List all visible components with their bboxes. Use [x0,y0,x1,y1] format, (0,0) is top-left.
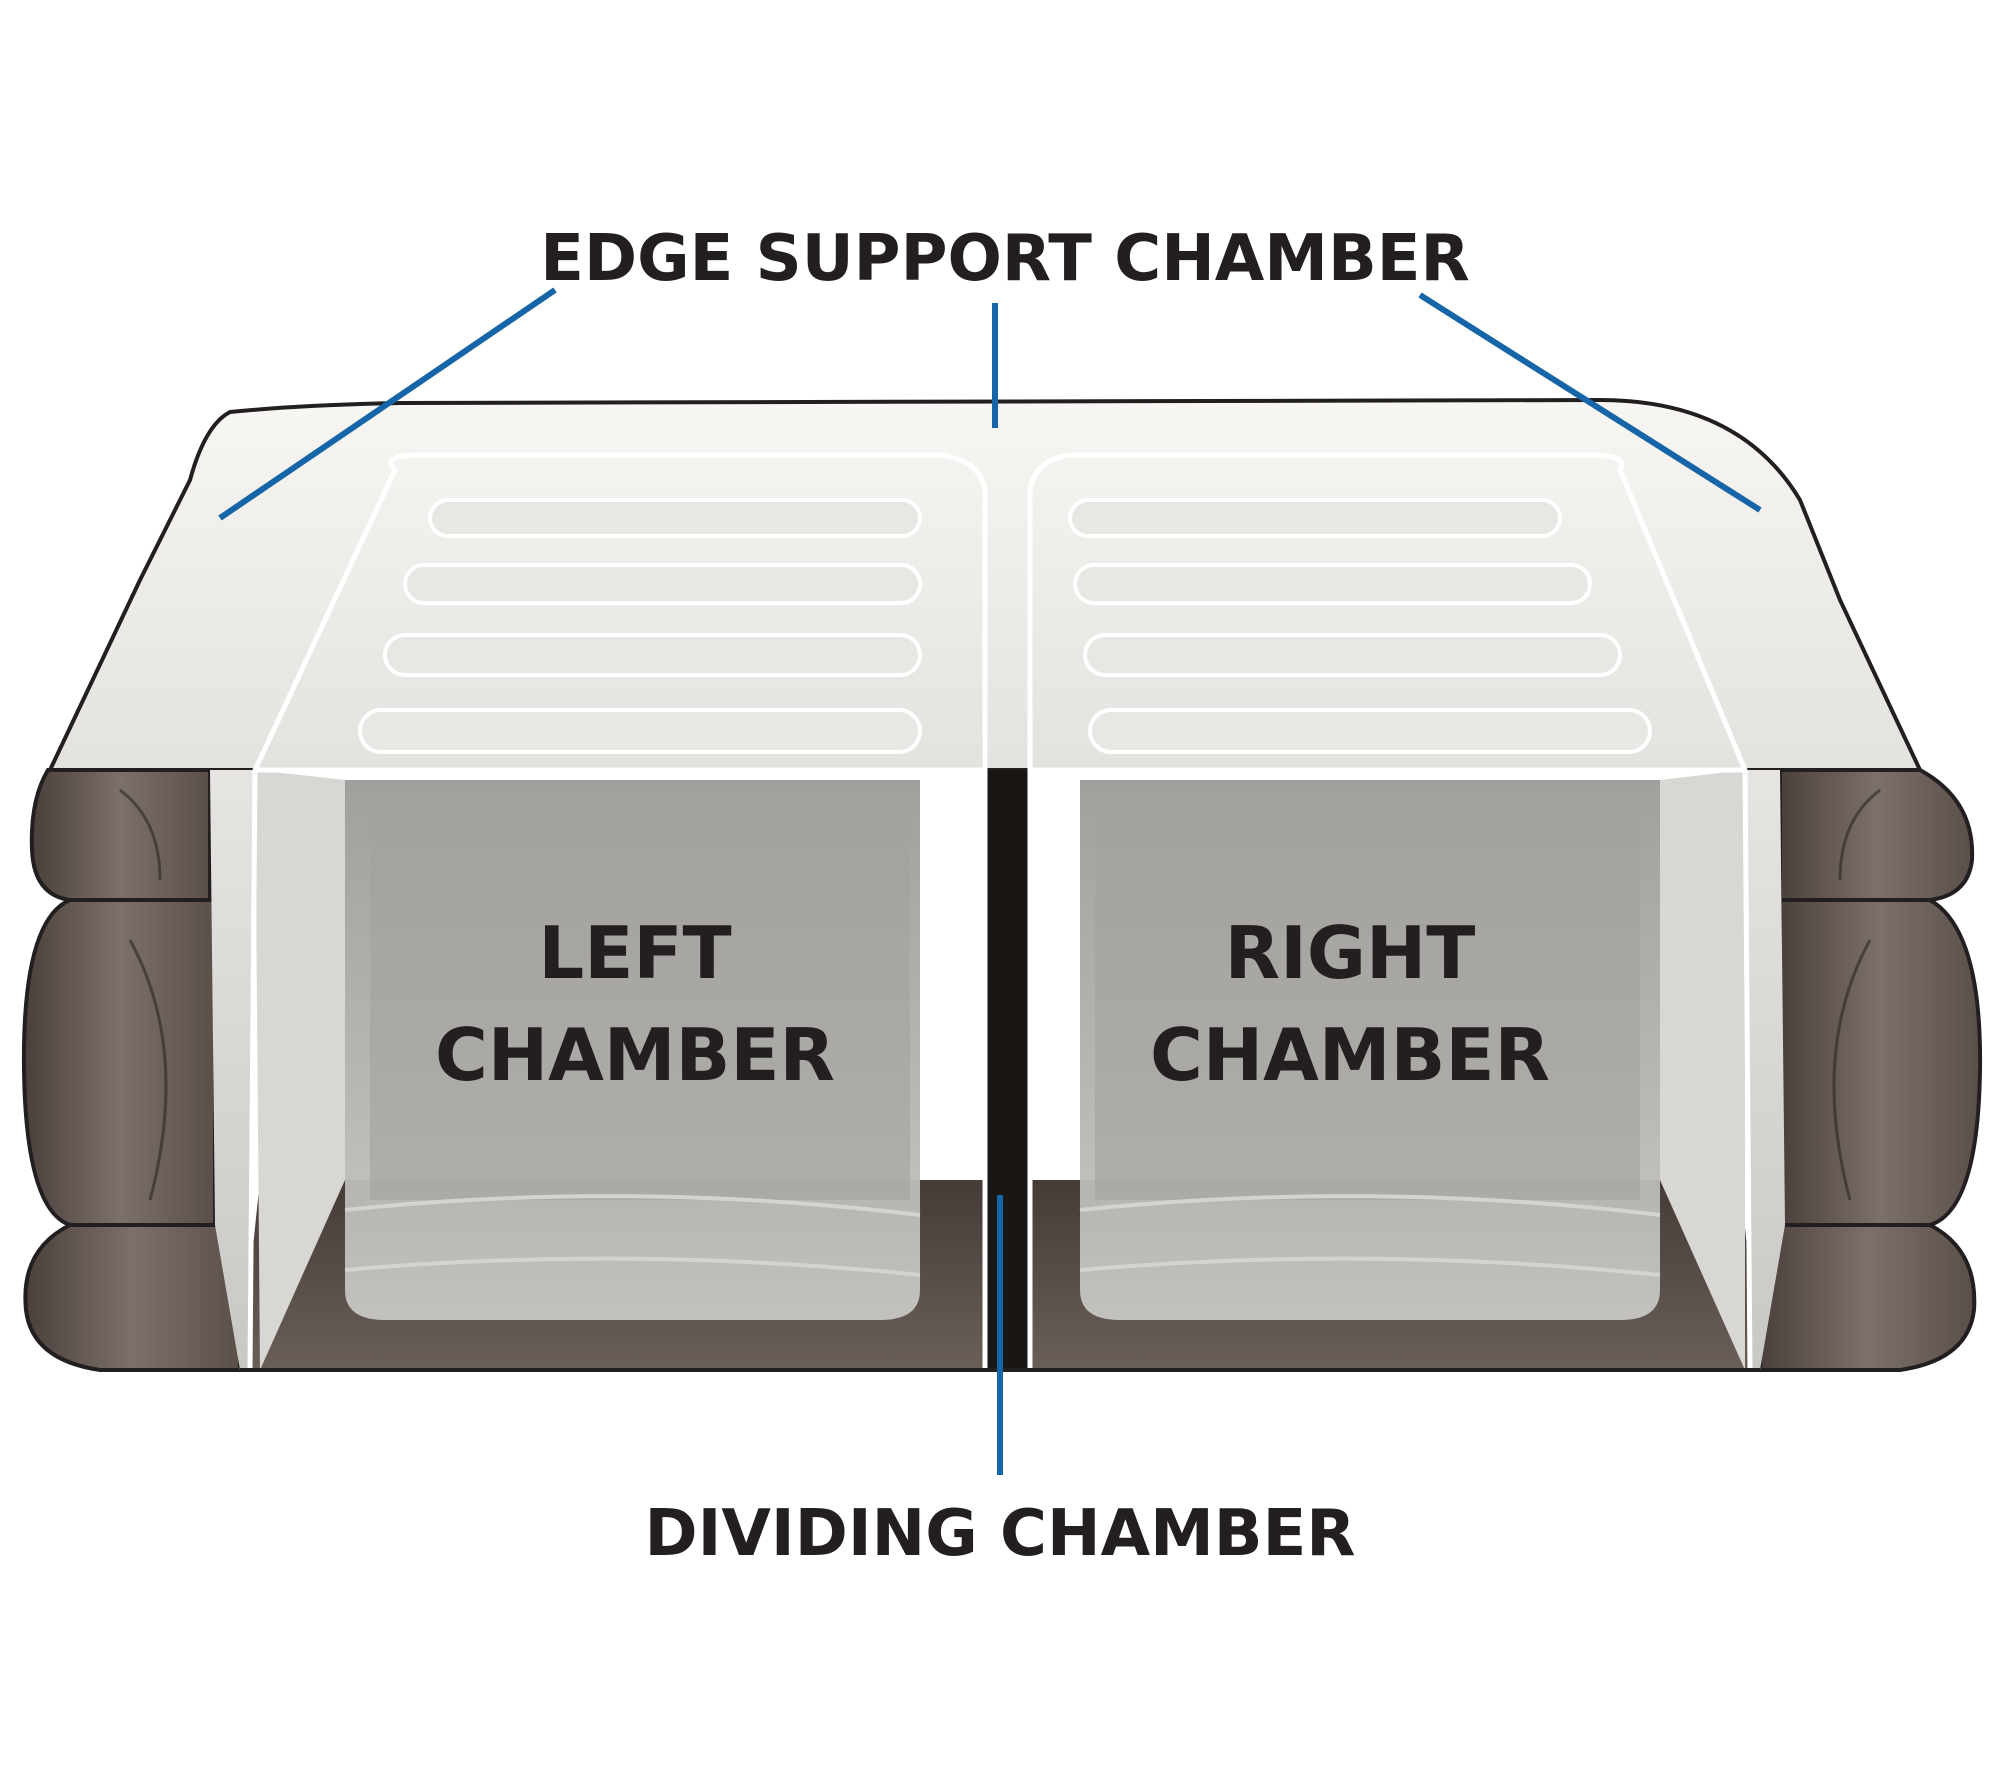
edge-support-leader-right [1418,292,1762,513]
right-chamber-label-line2: CHAMBER [1150,1013,1550,1097]
left-chamber-label-line2: CHAMBER [435,1013,835,1097]
left-chamber-label-line1: LEFT [538,911,731,995]
dividing-chamber-label: DIVIDING CHAMBER [644,1497,1355,1571]
top-quilted-panels [251,452,1749,773]
left-cut-wall [210,770,255,1370]
right-chamber [1079,780,1661,1320]
left-chamber [344,780,921,1320]
edge-support-leader-left [218,287,557,521]
right-edge-tubes [1758,768,1983,1372]
leader-lines [218,287,1762,1475]
edge-support-chamber-label: EDGE SUPPORT CHAMBER [540,222,1470,296]
left-edge-tubes [21,768,242,1372]
dividing-chamber-gap [985,770,1030,1370]
right-chamber-label-line1: RIGHT [1225,911,1476,995]
right-cut-wall [1745,770,1785,1370]
